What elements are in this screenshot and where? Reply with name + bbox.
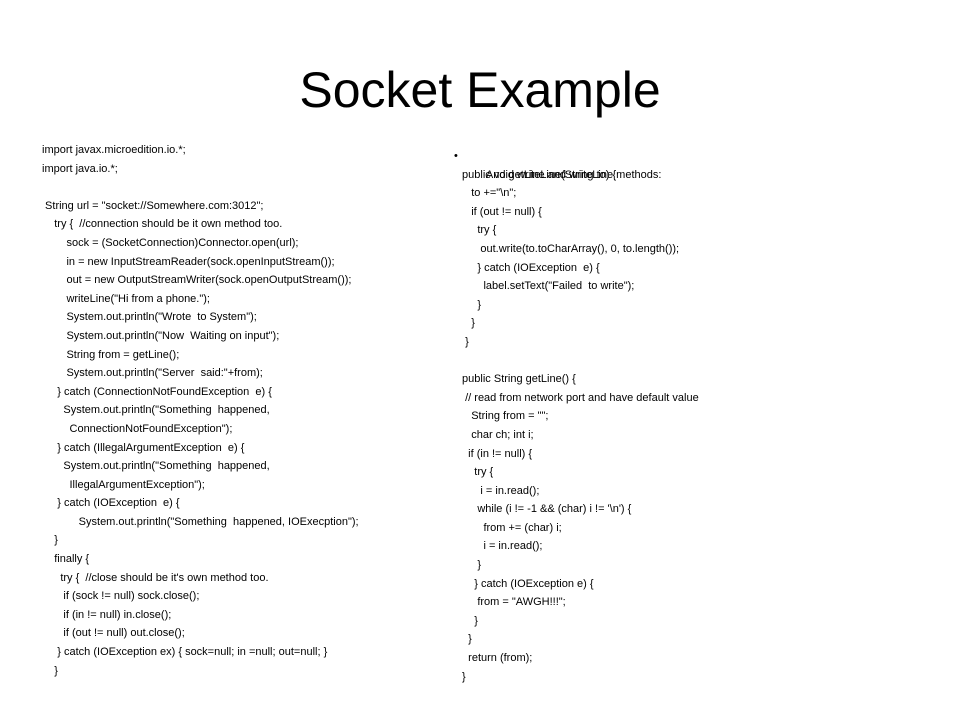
code-line: } catch (IllegalArgumentException e) { <box>42 441 245 454</box>
code-line: } <box>42 534 58 547</box>
code-line: } <box>459 317 475 330</box>
code-line: char ch; int i; <box>459 428 534 441</box>
code-line: System.out.println("Something happened, <box>42 404 270 417</box>
slide-title: Socket Example <box>299 62 661 118</box>
code-line: } catch (IOException ex) { sock=null; in… <box>42 646 328 659</box>
code-line <box>459 352 879 371</box>
code-line: try { <box>459 466 494 479</box>
code-line <box>42 178 442 197</box>
bullet-item: • And getLine and writeLine methods: <box>454 147 879 181</box>
code-line: System.out.println("Wrote to System"); <box>42 311 257 324</box>
code-line: System.out.println("Server said:"+from); <box>42 367 263 380</box>
code-line: i = in.read(); <box>459 540 543 553</box>
bullet-marker: • <box>454 150 458 162</box>
code-line: import javax.microedition.io.*; <box>42 144 186 156</box>
code-line: to +="\n"; <box>459 187 517 200</box>
code-line: } catch (IOException e) { <box>42 497 180 510</box>
code-line: try { //close should be it's own method … <box>42 571 269 584</box>
code-line: String from = getLine(); <box>42 348 180 361</box>
code-line: String from = ""; <box>459 410 549 423</box>
code-line: } catch (IOException e) { <box>459 577 594 590</box>
code-line: in = new InputStreamReader(sock.openInpu… <box>42 255 335 268</box>
code-line: System.out.println("Something happened, … <box>42 515 359 528</box>
code-line: sock = (SocketConnection)Connector.open(… <box>42 236 299 249</box>
code-line: } <box>459 670 466 683</box>
code-line: } <box>459 633 472 646</box>
right-code-column: • And getLine and writeLine methods: pub… <box>454 147 879 686</box>
code-line: if (out != null) { <box>459 205 542 218</box>
code-line: if (out != null) out.close(); <box>42 627 185 640</box>
code-line: if (in != null) { <box>459 447 533 460</box>
code-line: } <box>459 298 482 311</box>
bullet-text: And getLine and writeLine methods: <box>477 168 662 181</box>
code-line: } catch (IOException e) { <box>459 261 600 274</box>
code-line: import java.io.*; <box>42 162 118 175</box>
code-line: label.setText("Failed to write"); <box>459 280 635 293</box>
code-line: out = new OutputStreamWriter(sock.openOu… <box>42 274 352 287</box>
code-line: } catch (ConnectionNotFoundException e) … <box>42 385 272 398</box>
code-line: } <box>42 664 58 677</box>
code-line: i = in.read(); <box>459 484 540 497</box>
code-line: writeLine("Hi from a phone."); <box>42 292 210 305</box>
code-line: public String getLine() { <box>459 373 576 386</box>
code-line: } <box>459 614 478 627</box>
code-line: String url = "socket://Somewhere.com:301… <box>42 199 264 212</box>
code-line: if (sock != null) sock.close(); <box>42 590 200 603</box>
code-line: ConnectionNotFoundException"); <box>42 422 233 435</box>
code-line: if (in != null) in.close(); <box>42 608 172 621</box>
code-line: IllegalArgumentException"); <box>42 478 205 491</box>
code-line: System.out.println("Something happened, <box>42 460 270 473</box>
code-line: public void writeLine(String to) { <box>459 168 617 181</box>
code-line: while (i != -1 && (char) i != '\n') { <box>459 503 632 516</box>
code-line: finally { <box>42 553 90 566</box>
code-line: // read from network port and have defau… <box>459 391 699 404</box>
code-line: out.write(to.toCharArray(), 0, to.length… <box>459 242 680 255</box>
code-line: System.out.println("Now Waiting on input… <box>42 329 280 342</box>
code-line: try { //connection should be it own meth… <box>42 218 283 231</box>
code-line: from += (char) i; <box>459 521 562 534</box>
code-line: try { <box>459 224 497 237</box>
code-line: from = "AWGH!!!"; <box>459 596 566 609</box>
code-line: return (from); <box>459 652 533 665</box>
code-line: } <box>459 559 482 572</box>
left-code-column: import javax.microedition.io.*; import j… <box>42 141 442 680</box>
code-line: } <box>459 335 469 348</box>
